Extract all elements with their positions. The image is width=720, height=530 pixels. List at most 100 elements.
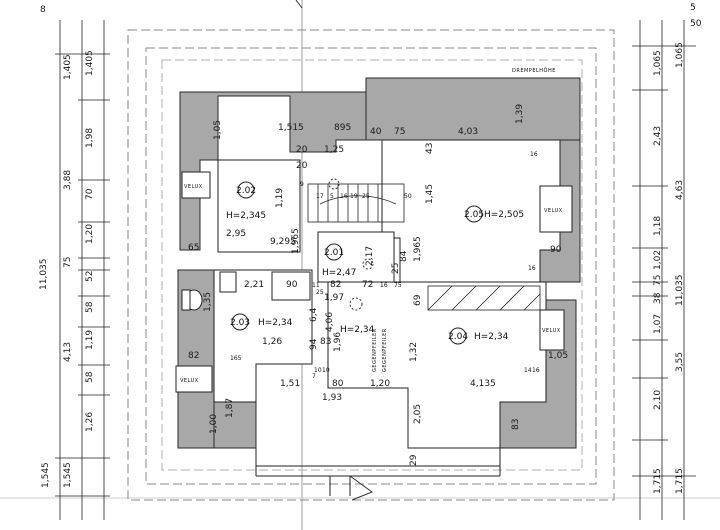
fixture-circle [362, 258, 374, 270]
dim-text: 52 [85, 271, 95, 282]
dim-text: 1,45 [425, 184, 435, 204]
room-interiors [213, 139, 561, 449]
dim-text: 9 [300, 181, 304, 188]
velux-label: VELUX [184, 184, 203, 190]
dim-text: 58 [85, 301, 95, 313]
dim-text: 2,10 [653, 390, 663, 410]
dim-text: 75 [394, 127, 405, 137]
dim-text: 1,02 [653, 250, 663, 270]
dim-text: 82 [330, 280, 341, 290]
dim-text: 4,03 [458, 127, 478, 137]
dim-text: 16 [528, 265, 536, 272]
right-dimension-lines [632, 20, 696, 520]
dim-text: 80 [332, 379, 344, 389]
dim-text: 1,545 [63, 462, 73, 488]
dim-text: 14 [524, 367, 532, 374]
dim-text: 2,05 [413, 404, 423, 424]
dim-text: 75 [63, 257, 73, 268]
dim-text: 1,26 [262, 337, 282, 347]
dim-text: 1,19 [275, 188, 285, 208]
dim-text: 90 [286, 280, 298, 290]
dim-text: 83 [511, 419, 521, 430]
dim-text: 1,97 [324, 293, 344, 303]
right-dimension-texts: 1,065 2,43 4,63 1,18 1,02 11,035 75 38 1… [653, 42, 685, 494]
dim-text: 11 [312, 282, 320, 289]
dim-text: 1,715 [675, 468, 685, 494]
dim-text: 1,32 [409, 342, 419, 362]
dim-text: 25 [316, 289, 324, 296]
dim-text: 7 [312, 373, 316, 380]
stair-note: GEGENPFEILER [372, 328, 378, 372]
dim-text: 5 [330, 193, 334, 200]
dim-text: 11,035 [39, 259, 49, 291]
room-height: H=2,34 [340, 325, 375, 335]
dim-text: 1,18 [653, 216, 663, 236]
dim-text: 29 [409, 454, 419, 466]
dim-text: 11,035 [675, 275, 685, 307]
dim-text: 1,05 [213, 120, 223, 140]
dim-text: 72 [362, 280, 373, 290]
room-height: H=2,47 [322, 268, 356, 278]
room-height: H=2,505 [484, 210, 524, 220]
dim-text: 1,00 [209, 414, 219, 434]
dim-text: 2,95 [226, 229, 246, 239]
dim-text: 9,295 [270, 237, 296, 247]
room-height: H=2,345 [226, 211, 266, 221]
dim-text: 2,43 [653, 126, 663, 146]
dim-text: 16 [340, 193, 348, 200]
dim-text: 4,06 [325, 312, 335, 332]
dim-text: 43 [425, 143, 435, 154]
bath-fixtures [181, 271, 311, 311]
staircase [307, 183, 405, 223]
dim-text: 25 [362, 193, 370, 200]
beam-hatch [427, 285, 541, 311]
dim-text: 4,135 [470, 379, 496, 389]
dim-text: 1,05 [548, 351, 568, 361]
room-id: 2.02 [236, 186, 256, 196]
dim-text: 1,965 [413, 236, 423, 262]
fixture-circle [349, 297, 363, 311]
dim-text: 25 [391, 263, 401, 274]
dim-text: 1,715 [653, 468, 663, 494]
room-id: 2.03 [230, 318, 250, 328]
dim-text: 69 [413, 294, 423, 306]
velux-label: VELUX [542, 328, 561, 334]
dim-text: 82 [188, 351, 199, 361]
dim-text: 83 [320, 337, 331, 347]
room-id: 2.04 [448, 332, 468, 342]
room-height: H=2,34 [474, 332, 509, 342]
dim-text: 58 [85, 371, 95, 383]
dim-text: 17 [316, 193, 324, 200]
dim-text: 1,515 [278, 123, 304, 133]
dim-text: 1,065 [653, 50, 663, 76]
dim-text: 1,96 [333, 332, 343, 352]
dim-text: 1,98 [85, 128, 95, 148]
roof-label: DREMPELHÖHE [512, 67, 556, 74]
dim-text: 40 [370, 127, 382, 137]
outline-dashed [127, 29, 615, 501]
dim-text: 20 [296, 145, 308, 155]
dim-text: 10 [322, 367, 330, 374]
dim-text: 1,87 [225, 398, 235, 418]
dim-text: 20 [296, 161, 308, 171]
stair-note: GEGENPFEILER [382, 328, 388, 372]
top-right-mark-2: 50 [690, 19, 702, 29]
dim-text: 90 [550, 245, 562, 255]
dim-text: 1,35 [203, 292, 213, 312]
dim-text: 1,965 [291, 228, 301, 254]
dim-text: 2,17 [365, 246, 375, 266]
velux-windows [175, 171, 573, 393]
interior-dimensions: 1,05 1,515 895 1,25 20 20 40 75 4,03 1,3… [188, 104, 568, 466]
dim-text: 65 [188, 243, 199, 253]
dim-text: 1,20 [85, 224, 95, 244]
dim-text: 1,93 [322, 393, 342, 403]
dim-text: 75 [653, 275, 663, 286]
dim-text: 1,20 [370, 379, 390, 389]
dim-text: 6,4 [309, 307, 319, 322]
room-id: 2.05 [464, 210, 484, 220]
left-dimension-lines [55, 20, 110, 520]
dim-text: 1,51 [280, 379, 300, 389]
velux-label: VELUX [544, 208, 563, 214]
dim-text: 4,13 [63, 342, 73, 362]
